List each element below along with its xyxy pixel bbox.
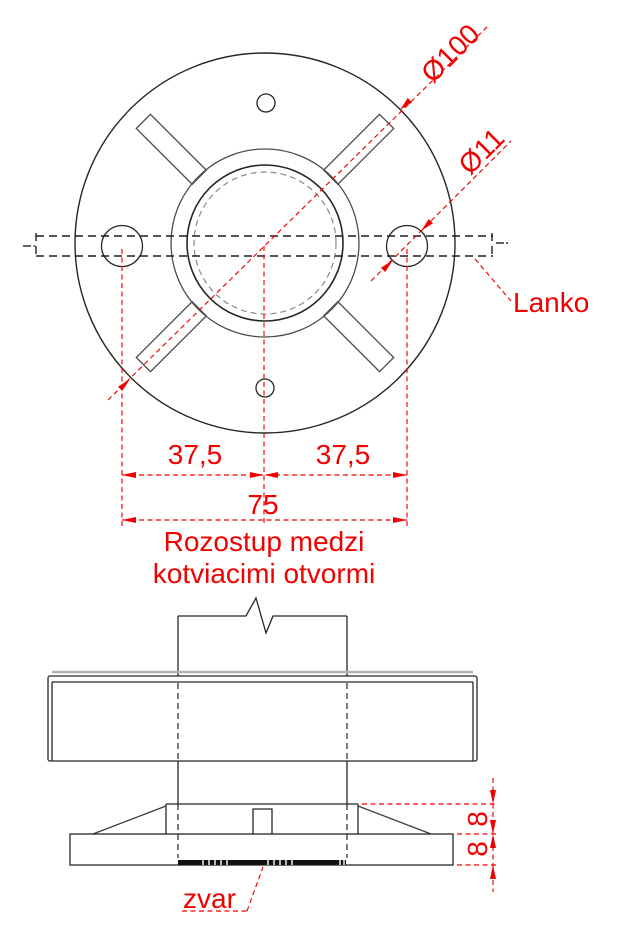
label-note-line2: kotviacimi otvormi [153,558,375,589]
spokes [135,113,395,373]
label-dia100: Ø100 [415,18,485,88]
arrow-h8-top [490,790,496,804]
arrowheads [117,97,496,879]
cover-rosette [47,670,478,762]
hub-outer-circle [170,148,360,338]
weld-bead [178,860,346,865]
spoke-bottom-left [135,300,208,373]
label-height-lower: 8 [462,841,493,857]
arrow-h8-mid-up [490,834,496,848]
arrow-37-5-right-end [393,472,407,478]
post [177,596,348,804]
arrow-dia100-lower [117,379,130,392]
arrow-75-right [393,517,407,523]
arrow-37-5-center-right [250,472,264,478]
rosette-body [47,675,478,762]
arrow-dia100-upper [400,97,413,110]
spoke-top-right [322,113,395,186]
tube-outer-circle [186,164,344,322]
arrow-h8-bottom [490,865,496,879]
label-dim-37-5-left: 37,5 [168,439,223,470]
arrow-37-5-center-left [264,472,278,478]
gusset-right [357,805,432,835]
label-zvar: zvar [183,883,236,914]
label-dia11: Ø11 [452,122,510,180]
arrow-h8-mid-down [490,820,496,834]
hub-section [92,803,432,858]
label-lanko: Lanko [513,287,589,318]
arrow-dia11-lower [380,260,393,273]
spoke-bottom-right [322,300,395,373]
annotation-labels: Ø100 Ø11 Lanko 37,5 37,5 75 Rozostup med… [153,18,590,914]
pin-hole-bottom [255,378,275,398]
weld-leader [246,866,264,912]
cable-leader [474,258,512,302]
arrow-dia11-upper [421,218,434,231]
post-break-symbol [178,596,347,635]
arrow-37-5-left-end [122,472,136,478]
label-note-line1: Rozostup medzi [164,526,365,557]
dia11-dim-line [370,140,512,282]
pin-hole-top [256,93,276,113]
tube-hidden-circle [193,171,337,315]
gusset-left [92,805,167,835]
side-view [47,596,478,866]
top-view [23,52,508,434]
label-dim-75: 75 [247,489,278,520]
flange-outer-circle [74,52,456,434]
label-height-upper: 8 [462,811,493,827]
dia100-dim-line [107,24,490,401]
spoke-top-left [135,113,208,186]
cable-break-ticks [23,242,508,247]
center-pin-boss [252,808,273,834]
arrow-75-left [122,517,136,523]
label-dim-37-5-right: 37,5 [316,439,371,470]
